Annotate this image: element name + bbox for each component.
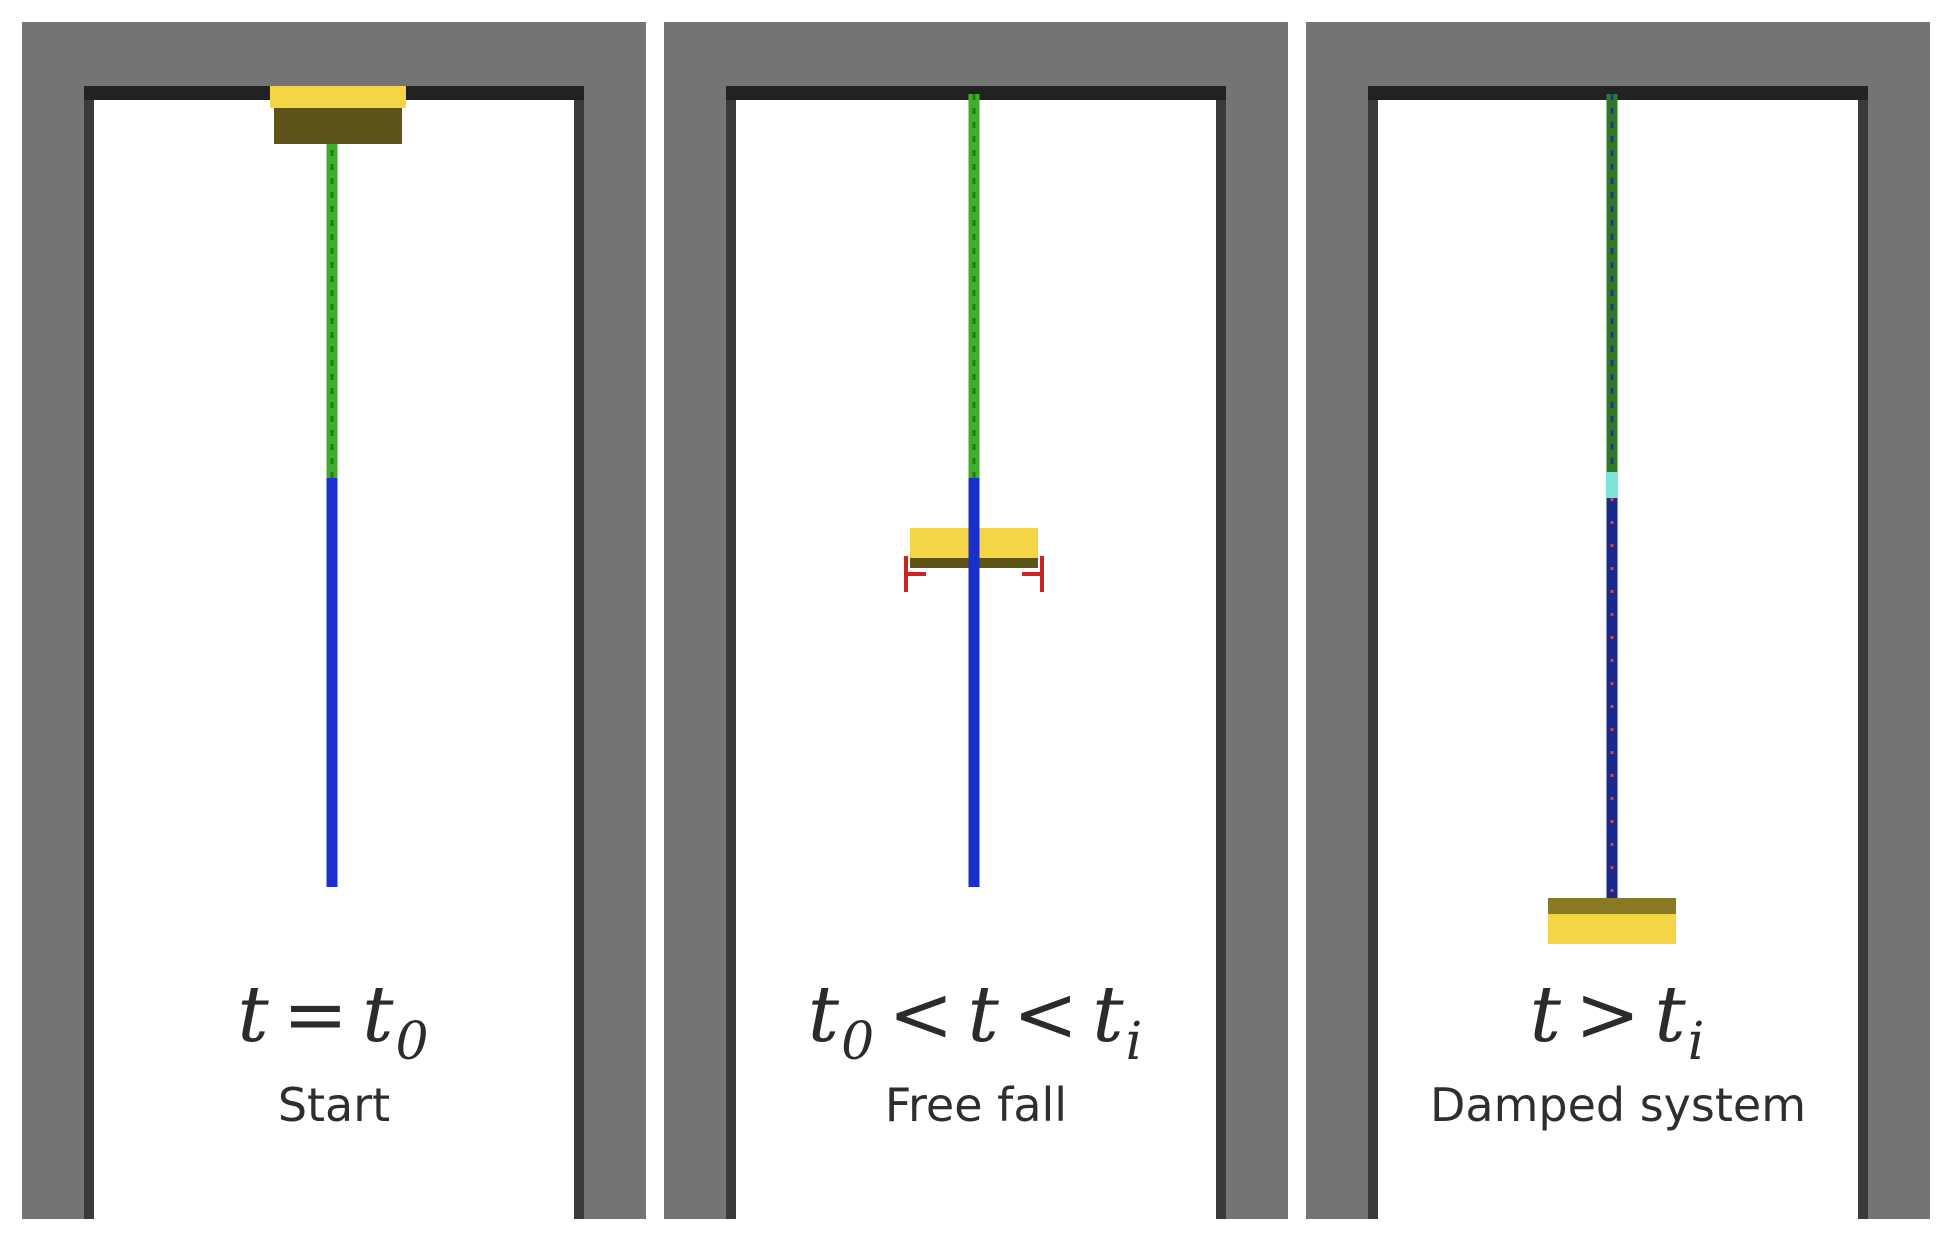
equation-free-fall: t0<t<ti — [807, 970, 1145, 1072]
caption-damped: Damped system — [1429, 1078, 1807, 1132]
settled-block — [1548, 898, 1676, 944]
sliding-block — [270, 86, 406, 144]
caption-start: Start — [277, 1078, 391, 1132]
door-frame — [1306, 22, 1930, 1219]
clamp-marks — [904, 556, 1044, 592]
equation-start: t=t0 — [237, 970, 431, 1072]
panel-damped-drawing — [1306, 22, 1930, 1219]
transition-point — [1606, 472, 1618, 498]
panel-damped: t>ti Damped system — [1306, 22, 1930, 1219]
top-beam — [1368, 86, 1868, 100]
panel-free-fall-drawing — [664, 22, 1288, 1219]
panel-free-fall: t0<t<ti Free fall — [664, 22, 1288, 1219]
top-beam — [726, 86, 1226, 100]
equation-damped: t>ti — [1529, 970, 1707, 1072]
caption-free-fall: Free fall — [884, 1078, 1068, 1132]
panel-start-drawing — [22, 22, 646, 1219]
panel-start: t=t0 Start — [22, 22, 646, 1219]
